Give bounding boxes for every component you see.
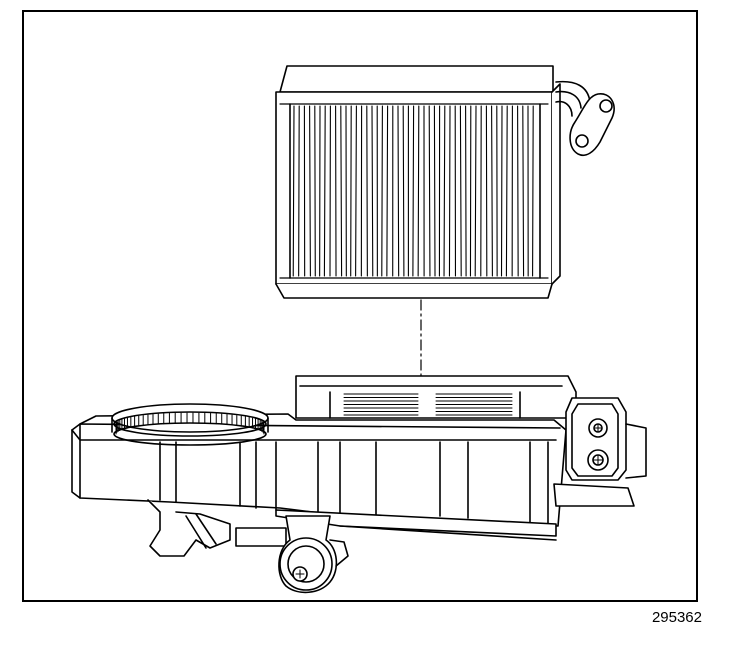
core-fin (397, 105, 400, 277)
core-fin (443, 105, 446, 277)
core-fin (355, 105, 357, 277)
core-fin (386, 105, 389, 277)
core-fin (505, 105, 508, 277)
core-fin (309, 105, 311, 277)
core-fin (474, 105, 477, 277)
core-fin (292, 105, 295, 277)
core-fin (448, 105, 451, 277)
bolt-icon (587, 449, 609, 471)
core-fin (298, 105, 300, 277)
core-fin (417, 105, 420, 277)
core-fin (323, 105, 326, 277)
core-fin (402, 105, 405, 277)
evaporator-core-icon (275, 65, 561, 299)
core-fin (491, 105, 493, 277)
blower-motor-icon (278, 515, 349, 594)
core-fin (532, 105, 534, 277)
hvac-module-case-icon (71, 375, 647, 557)
illustration-frame (22, 10, 698, 602)
blower-inlet-ring (111, 403, 269, 446)
core-fin (459, 105, 462, 277)
core-fin (433, 105, 436, 277)
core-fin (340, 105, 343, 277)
core-fin (517, 105, 519, 277)
pipe-flange-icon (555, 80, 615, 157)
core-fin (366, 105, 368, 277)
core-fin (412, 105, 415, 277)
core-fin (522, 105, 525, 277)
core-fin (381, 105, 383, 277)
core-fin (371, 105, 374, 277)
core-fin (428, 105, 431, 277)
figure-number: 295362 (651, 609, 702, 626)
bolt-icon (588, 418, 608, 438)
